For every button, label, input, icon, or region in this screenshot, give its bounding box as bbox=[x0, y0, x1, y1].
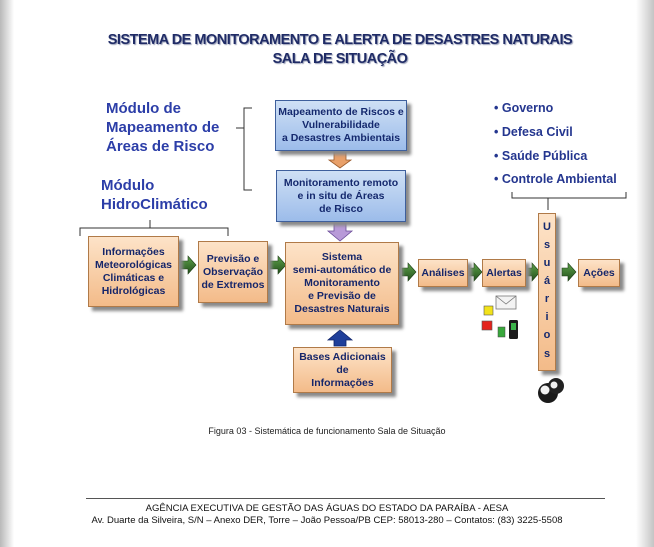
arrow-previsao-to-sistema bbox=[269, 255, 287, 275]
box-informacoes-line-3: Climáticas e bbox=[102, 271, 165, 284]
hydro-module-brace bbox=[79, 220, 229, 236]
box-bases-line-2: de bbox=[336, 363, 349, 376]
box-informacoes-line-2: Meteorológicas bbox=[94, 258, 173, 271]
envelope-icon bbox=[495, 295, 517, 310]
usuarios-letter-1: U bbox=[543, 221, 551, 233]
usuarios-letter-8: s bbox=[543, 348, 551, 360]
module-risk-line-3: Áreas de Risco bbox=[106, 138, 215, 155]
red-light-icon bbox=[481, 320, 493, 331]
stakeholder-item: • Governo bbox=[494, 101, 554, 115]
module-hydro-line-1: Módulo bbox=[101, 177, 155, 194]
box-informacoes-line-4: Hidrológicas bbox=[101, 284, 166, 297]
box-sistema-line-1: Sistema bbox=[321, 251, 363, 263]
people-icon bbox=[538, 378, 564, 403]
stakeholder-saude-publica: Saúde Pública bbox=[501, 149, 588, 163]
box-bases-line-1: Bases Adicionais bbox=[299, 350, 386, 363]
arrow-sistema-to-analises bbox=[401, 262, 417, 282]
module-risk-line-1: Módulo de bbox=[106, 100, 181, 117]
stakeholder-governo: Governo bbox=[501, 101, 554, 115]
box-informacoes: Informações Meteorológicas Climáticas e … bbox=[88, 236, 179, 307]
page-shadow-left bbox=[0, 0, 14, 547]
usuarios-letter-5: r bbox=[544, 293, 550, 305]
green-light-icon bbox=[497, 326, 506, 338]
arrow-usuarios-to-acoes bbox=[561, 262, 577, 282]
stakeholders-brace bbox=[511, 192, 627, 210]
box-bases-line-3: Informações bbox=[311, 376, 374, 389]
box-monitoramento-line-2: e in situ de Áreas bbox=[297, 189, 385, 202]
box-mapeamento-line-3: a Desastres Ambientais bbox=[281, 132, 401, 144]
footer-address: Av. Duarte da Silveira, S/N – Anexo DER,… bbox=[91, 515, 563, 526]
box-mapeamento-line-2: Vulnerabilidade bbox=[302, 119, 380, 131]
module-risk-line-2: Mapeamento de bbox=[106, 119, 220, 136]
box-usuarios bbox=[538, 213, 556, 371]
yellow-light-icon bbox=[483, 305, 494, 316]
usuarios-letter-7: o bbox=[543, 329, 551, 341]
box-previsao-line-1: Previsão e bbox=[206, 252, 260, 265]
box-sistema-line-5: Desastres Naturais bbox=[294, 303, 390, 315]
stakeholder-controle-ambiental: Controle Ambiental bbox=[501, 172, 617, 186]
page-shadow-right bbox=[636, 0, 654, 547]
box-previsao-line-2: Observação bbox=[202, 265, 264, 278]
stakeholder-item: • Controle Ambiental bbox=[494, 172, 617, 186]
box-sistema-line-2: semi-automático de bbox=[292, 264, 392, 276]
arrow-bases-to-sistema bbox=[326, 329, 354, 347]
stakeholder-item: • Saúde Pública bbox=[494, 149, 588, 163]
box-sistema-line-3: Monitoramento bbox=[304, 277, 380, 289]
module-hydro-label: Módulo HidroClimático bbox=[101, 176, 208, 214]
box-mapeamento-line-1: Mapeamento de Riscos e bbox=[278, 106, 404, 118]
footer-agency: AGÊNCIA EXECUTIVA DE GESTÃO DAS ÁGUAS DO… bbox=[145, 503, 509, 514]
box-sistema: Sistema semi-automático de Monitoramento… bbox=[285, 242, 399, 325]
footer-divider bbox=[86, 498, 605, 499]
box-previsao-line-3: de Extremos bbox=[201, 278, 265, 291]
arrow-informacoes-to-previsao bbox=[179, 255, 197, 275]
usuarios-letter-4: á bbox=[543, 275, 551, 287]
box-acoes: Ações bbox=[578, 259, 620, 287]
box-analises: Análises bbox=[418, 259, 468, 287]
figure-caption: Figura 03 - Sistemática de funcionamento… bbox=[208, 426, 446, 436]
stakeholder-defesa-civil: Defesa Civil bbox=[501, 125, 573, 139]
box-alertas: Alertas bbox=[482, 259, 526, 287]
arrow-monitoramento-to-sistema bbox=[326, 222, 354, 242]
usuarios-letter-2: s bbox=[543, 239, 551, 251]
box-informacoes-line-1: Informações bbox=[102, 245, 165, 258]
title-line-2: SALA DE SITUAÇÃO bbox=[272, 51, 408, 67]
box-monitoramento-remoto: Monitoramento remoto e in situ de Áreas … bbox=[276, 170, 406, 222]
stakeholder-item: • Defesa Civil bbox=[494, 125, 573, 139]
box-sistema-line-4: e Previsão de bbox=[308, 290, 376, 302]
usuarios-letter-3: u bbox=[543, 257, 551, 269]
box-monitoramento-line-1: Monitoramento remoto bbox=[283, 176, 399, 189]
box-bases-adicionais: Bases Adicionais de Informações bbox=[293, 347, 392, 393]
arrow-mapeamento-to-monitoramento bbox=[327, 151, 353, 169]
risk-module-brace bbox=[236, 107, 252, 191]
usuarios-letter-6: i bbox=[545, 311, 549, 323]
arrow-alertas-to-usuarios bbox=[525, 262, 541, 282]
module-risk-label: Módulo de Mapeamento de Áreas de Risco bbox=[106, 99, 219, 156]
title-line-1: SISTEMA DE MONITORAMENTO E ALERTA DE DES… bbox=[107, 32, 573, 48]
box-mapeamento-riscos: Mapeamento de Riscos e Vulnerabilidade a… bbox=[275, 100, 407, 151]
box-monitoramento-line-3: de Risco bbox=[319, 202, 363, 215]
module-hydro-line-2: HidroClimático bbox=[101, 196, 208, 213]
box-previsao: Previsão e Observação de Extremos bbox=[198, 241, 268, 303]
arrow-analises-to-alertas bbox=[467, 262, 483, 282]
